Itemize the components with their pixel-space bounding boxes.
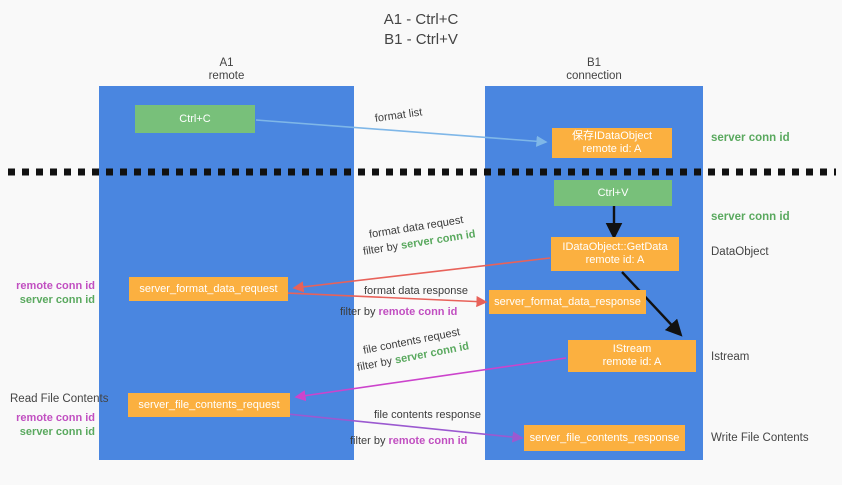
filter-prefix-1: filter by [362,239,403,258]
edge-label-format-list: format list [374,106,424,125]
filter-prefix-4: filter by [350,435,389,447]
column-a1-name: A1 [219,57,234,69]
annotation-dataobject: DataObject [711,246,769,258]
node-server-file-contents-request[interactable]: server_file_contents_request [128,393,290,417]
node-server-format-data-request[interactable]: server_format_data_request [129,277,288,301]
column-header-b1: B1 connection [485,57,703,83]
annotation-read-file-contents: Read File Contents [10,393,109,405]
title-line-2: B1 - Ctrl+V [384,31,458,48]
filter-value-4: remote conn id [388,435,468,447]
annotation-server-conn-id-1: server conn id [19,294,95,306]
annotation-server-conn-id-2: server conn id [19,426,95,438]
node-idataobject-getdata[interactable]: IDataObject::GetData remote id: A [551,237,679,271]
annotation-server-conn-id-mid: server conn id [711,211,790,223]
page-title: A1 - Ctrl+C B1 - Ctrl+V [0,10,842,50]
annotation-conn-id-stack-1: remote conn id server conn id [9,279,95,307]
node-istream-line2: remote id: A [602,356,662,368]
edge-label-file-contents-response-filter: filter by remote conn id [350,434,467,448]
node-getdata-line2: remote id: A [585,254,645,266]
filter-prefix-3: filter by [356,354,397,374]
node-ctrl-v[interactable]: Ctrl+V [554,180,672,206]
node-ctrl-c-label: Ctrl+C [179,112,211,125]
node-server-file-contents-response[interactable]: server_file_contents_response [524,425,685,451]
node-server-format-data-response[interactable]: server_format_data_response [489,290,646,314]
column-b1-role: connection [566,70,622,82]
annotation-remote-conn-id-1: remote conn id [16,280,95,292]
node-server-format-data-request-label: server_format_data_request [139,282,278,295]
node-server-file-contents-request-label: server_file_contents_request [138,398,280,411]
node-istream-line1: IStream [612,343,652,355]
column-a1-role: remote [208,70,245,82]
node-istream[interactable]: IStream remote id: A [568,340,696,372]
node-ctrl-v-label: Ctrl+V [597,186,629,199]
node-save-idataobject-line1: 保存IDataObject [571,130,653,142]
annotation-write-file-contents: Write File Contents [711,432,809,444]
filter-prefix-2: filter by [340,306,379,318]
node-save-idataobject[interactable]: 保存IDataObject remote id: A [552,128,672,158]
edge-label-file-contents-response: file contents response [374,409,482,421]
edge-label-format-data-response-filter: filter by remote conn id [340,305,457,319]
node-ctrl-c[interactable]: Ctrl+C [135,105,255,133]
node-save-idataobject-line2: remote id: A [582,143,642,155]
node-getdata-line1: IDataObject::GetData [562,241,668,253]
edge-label-format-data-response: format data response [364,285,468,297]
filter-value-2: remote conn id [378,306,458,318]
annotation-server-conn-id-top: server conn id [711,132,790,144]
annotation-conn-id-stack-2: remote conn id server conn id [9,411,95,439]
column-header-a1: A1 remote [99,57,354,83]
title-line-1: A1 - Ctrl+C [383,11,459,28]
annotation-remote-conn-id-2: remote conn id [16,412,95,424]
annotation-istream: Istream [711,351,750,363]
column-b1-name: B1 [586,57,602,69]
node-server-format-data-response-label: server_format_data_response [494,295,641,308]
node-server-file-contents-response-label: server_file_contents_response [529,431,680,444]
